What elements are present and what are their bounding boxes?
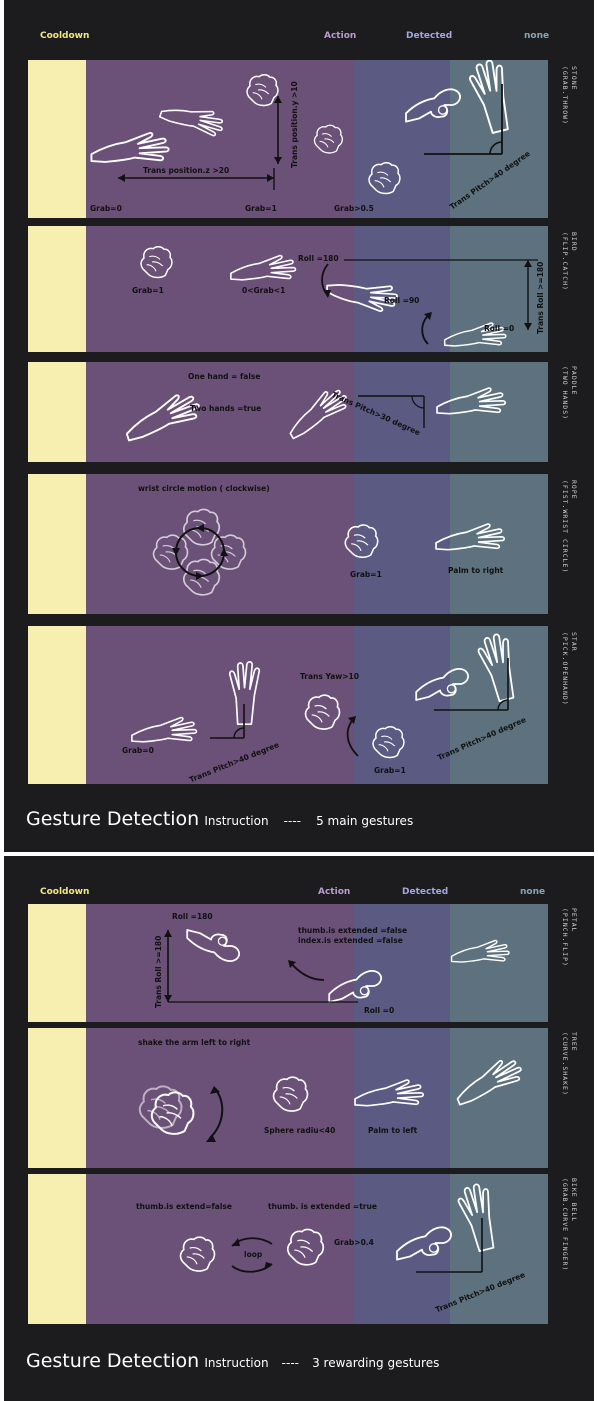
- roll-180-label: Roll =180: [298, 254, 339, 263]
- loop-label: loop: [244, 1250, 262, 1259]
- gesture-row-bike-bell: thumb.is extend=false thumb. is extended…: [28, 1174, 548, 1324]
- gesture-row-bird: Grab=1 0<Grab<1 Roll =180 Roll =90 Roll …: [28, 226, 548, 352]
- legend-none: none: [520, 887, 545, 897]
- bird-side-label: BIRD(FLIP.CATCH): [554, 232, 582, 348]
- legend-action: Action: [318, 887, 350, 897]
- tree-side-label: TREE(CURVE.SHAKE): [554, 1032, 582, 1164]
- rope-side-label: ROPE(FIST.WRIST CIRCLE): [554, 480, 582, 610]
- gesture-row-rope: wrist circle motion ( clockwise) Grab=1 …: [28, 474, 548, 614]
- rewarding-gestures-panel: Cooldown Action Detected none Roll =180 …: [4, 856, 594, 1401]
- petal-side-label: PETAL(PINCH.FLIP): [554, 908, 582, 1018]
- bike-bell-side-label: BIKE BELL(GRAB.CURVE FINGER): [554, 1178, 582, 1320]
- gesture-row-tree: shake the arm left to right Sphere radiu…: [28, 1028, 548, 1168]
- circle-arrow: [28, 474, 548, 614]
- main-gestures-panel: Cooldown Action Detected none Trans posi…: [4, 0, 594, 852]
- roll-180-label: Roll =180: [172, 912, 213, 921]
- footer-dashes: ----: [284, 814, 301, 828]
- grab-0-label: Grab=0: [122, 746, 154, 755]
- gesture-row-stone: Trans position.z >20 Trans position.y >1…: [28, 60, 548, 218]
- legend-none: none: [524, 31, 549, 41]
- roll-arrows: [28, 226, 548, 352]
- grab-1-label: Grab=1: [245, 204, 277, 213]
- grab-05-label: Grab>0.5: [334, 204, 374, 213]
- shake-arrow: [28, 1028, 548, 1168]
- trans-position-y-label: Trans position.y >10: [290, 81, 299, 168]
- footer-dashes: ----: [282, 1356, 299, 1370]
- trans-roll-label: Trans Roll >=180: [536, 262, 545, 334]
- footer-summary: 5 main gestures: [316, 814, 413, 828]
- grab-range-label: 0<Grab<1: [242, 286, 285, 295]
- thumb-extend-false-label: thumb.is extend=false: [136, 1202, 232, 1211]
- trans-position-z-label: Trans position.z >20: [143, 166, 229, 175]
- wrist-circle-label: wrist circle motion ( clockwise): [138, 484, 270, 493]
- grab-1-label: Grab=1: [132, 286, 164, 295]
- roll-90-label: Roll =90: [384, 296, 419, 305]
- grab-1-label: Grab=1: [374, 766, 406, 775]
- index-extended-label: index.is extended =false: [298, 936, 403, 945]
- footer-title: Gesture Detection: [26, 808, 199, 830]
- thumb-extended-label: thumb.is extended =false: [298, 926, 407, 935]
- footer-summary: 3 rewarding gestures: [312, 1356, 439, 1370]
- legend-detected: Detected: [406, 31, 452, 41]
- grab-04-label: Grab>0.4: [334, 1238, 374, 1247]
- legend-cooldown: Cooldown: [40, 887, 89, 897]
- legend-detected: Detected: [402, 887, 448, 897]
- paddle-side-label: PADDLE(TWO HANDS): [554, 366, 582, 458]
- sphere-radius-label: Sphere radiu<40: [264, 1126, 335, 1135]
- loop-arrows: [28, 1174, 548, 1324]
- one-hand-label: One hand = false: [188, 372, 260, 381]
- star-side-label: STAR(PICK.OPENHAND): [554, 632, 582, 778]
- footer-title: Gesture Detection: [26, 1350, 199, 1372]
- gesture-row-paddle: One hand = false Two hands =true Trans P…: [28, 362, 548, 462]
- two-hands-label: Two hands =true: [190, 404, 261, 413]
- grab-1-label: Grab=1: [350, 570, 382, 579]
- footer-subtitle: Instruction: [204, 814, 268, 828]
- stone-side-label: STONE(GRAB.THROW): [554, 66, 582, 212]
- roll-arrows: [28, 904, 548, 1022]
- panel-footer: Gesture Detection Instruction ---- 3 rew…: [26, 1350, 439, 1372]
- palm-right-label: Palm to right: [448, 566, 503, 575]
- trans-roll-label: Trans Roll >=180: [154, 936, 163, 1008]
- pitch-lines: [28, 362, 548, 462]
- legend-cooldown: Cooldown: [40, 31, 89, 41]
- thumb-extended-true-label: thumb. is extended =true: [268, 1202, 377, 1211]
- panel-footer: Gesture Detection Instruction ---- 5 mai…: [26, 808, 413, 830]
- yaw-10-label: Trans Yaw>10: [300, 672, 359, 681]
- pitch-lines: [28, 626, 548, 784]
- grab-0-label: Grab=0: [90, 204, 122, 213]
- gesture-row-petal: Roll =180 Trans Roll >=180 thumb.is exte…: [28, 904, 548, 1022]
- shake-label: shake the arm left to right: [138, 1038, 250, 1047]
- gesture-row-star: Grab=0 Trans Pitch>40 degree Trans Yaw>1…: [28, 626, 548, 784]
- roll-0-label: Roll =0: [484, 324, 514, 333]
- footer-subtitle: Instruction: [204, 1356, 268, 1370]
- roll-0-label: Roll =0: [364, 1006, 394, 1015]
- palm-left-label: Palm to left: [368, 1126, 417, 1135]
- legend-action: Action: [324, 31, 356, 41]
